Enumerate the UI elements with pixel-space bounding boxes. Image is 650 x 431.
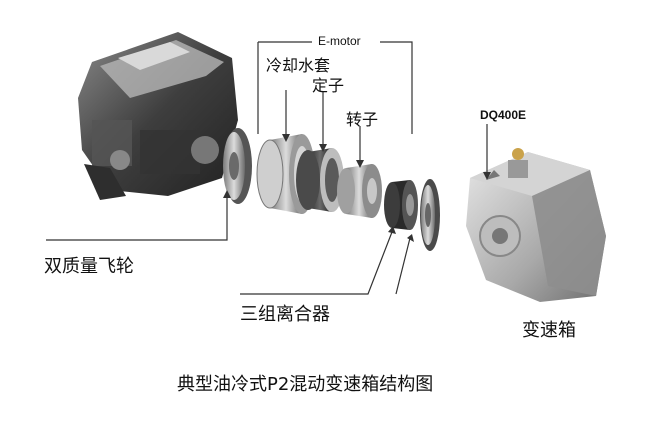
callout-lines (46, 41, 488, 295)
label-gearbox: 变速箱 (522, 320, 576, 341)
clutch-illustration (384, 179, 440, 251)
engine-illustration (78, 32, 238, 200)
gearbox-illustration (466, 148, 606, 302)
label-dq400e: DQ400E (480, 108, 527, 122)
callout-arrowheads (223, 134, 491, 242)
diagram-caption: 典型油冷式P2混动变速箱结构图 (177, 374, 434, 395)
emotor-bracket (257, 41, 413, 134)
clutch-leader (240, 231, 411, 295)
label-flywheel: 双质量飞轮 (44, 256, 134, 277)
label-clutch: 三组离合器 (240, 304, 330, 325)
flywheel-illustration (223, 128, 252, 204)
label-rotor: 转子 (346, 110, 379, 129)
flywheel-leader (46, 196, 228, 241)
label-stator: 定子 (312, 76, 345, 95)
rotor-illustration (337, 164, 382, 218)
stator-illustration (296, 148, 344, 212)
label-emotor: E-motor (318, 34, 361, 48)
label-cooling-jacket: 冷却水套 (266, 56, 331, 75)
